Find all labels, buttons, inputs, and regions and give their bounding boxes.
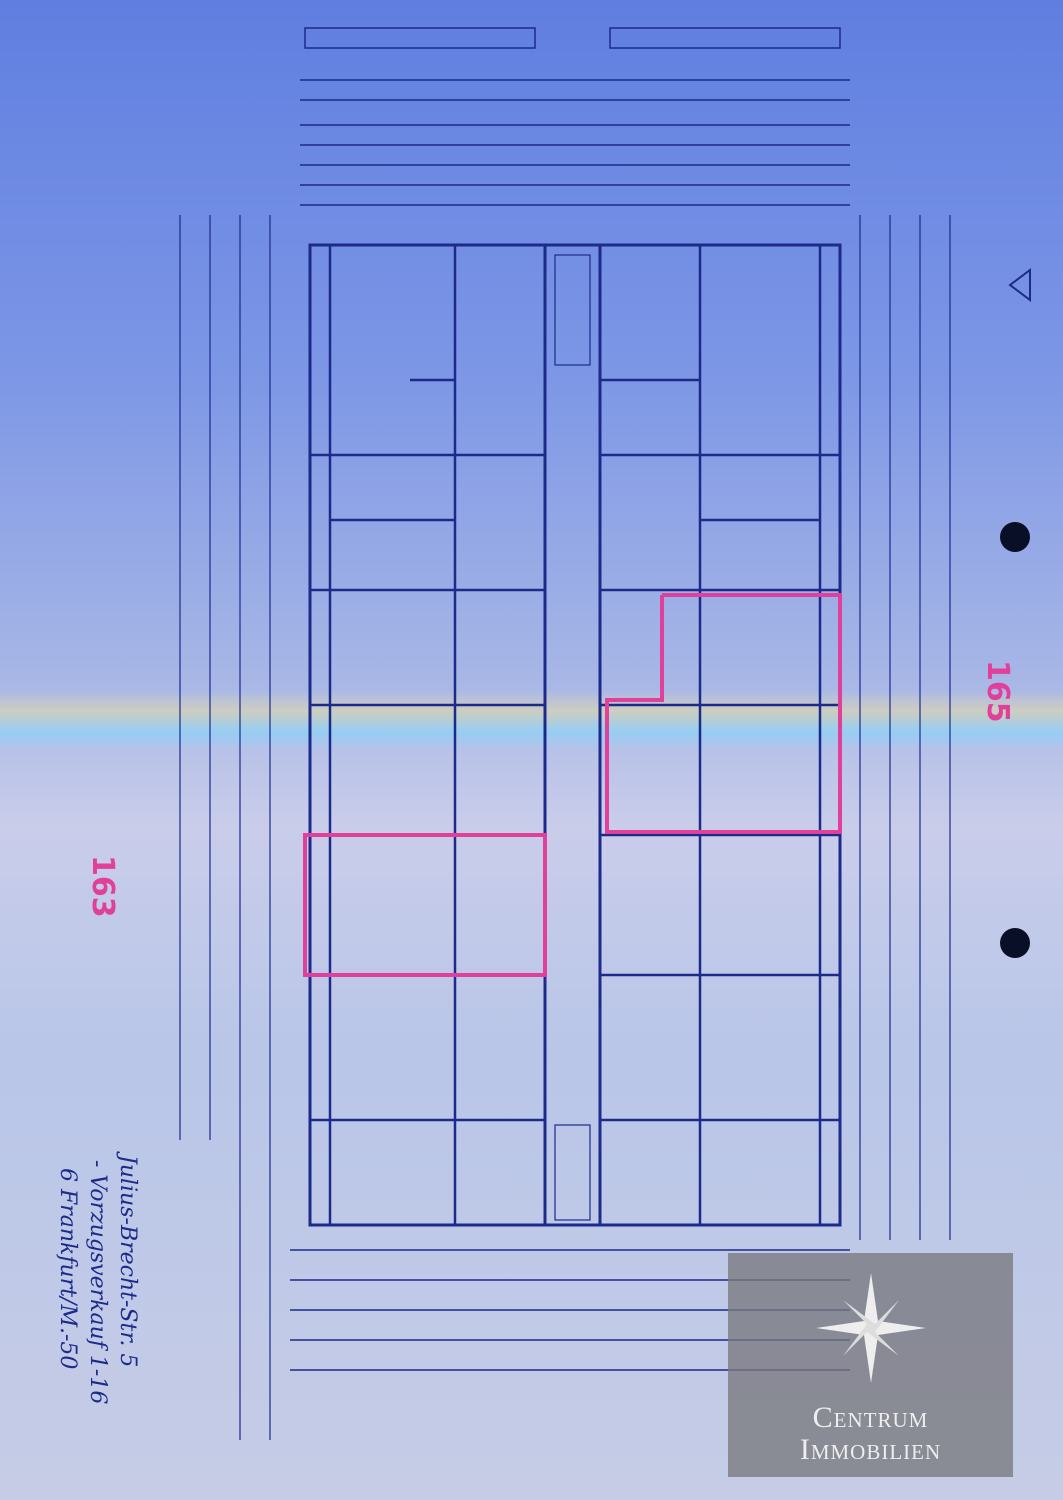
building-outline: [308, 243, 842, 1227]
paper-fold: [0, 690, 1063, 750]
logo-line-2: Immobilien: [799, 1433, 942, 1466]
unit-number-165: 165: [980, 660, 1015, 723]
staircases: [554, 254, 591, 1221]
highlight-unit-163: [303, 833, 547, 977]
room-walls: [310, 245, 840, 1225]
address-line-2: - Vorzugsverkauf 1-16: [85, 1160, 110, 1405]
punch-hole: [1000, 522, 1030, 552]
compass-star-icon: [816, 1273, 926, 1383]
north-arrow: [1008, 268, 1031, 302]
punch-hole: [1000, 928, 1030, 958]
address-line-3: 6 Frankfurt/M.-50: [55, 1168, 80, 1370]
watermark-logo: Centrum Immobilien: [728, 1253, 1013, 1477]
unit-number-163: 163: [85, 855, 120, 918]
highlight-unit-165: [605, 593, 842, 834]
side-dimension-lines: [179, 215, 951, 1440]
address-line-1: Julius-Brecht-Str. 5: [115, 1155, 140, 1368]
logo-line-1: Centrum: [812, 1401, 929, 1434]
top-dimension-lines: [300, 27, 850, 206]
